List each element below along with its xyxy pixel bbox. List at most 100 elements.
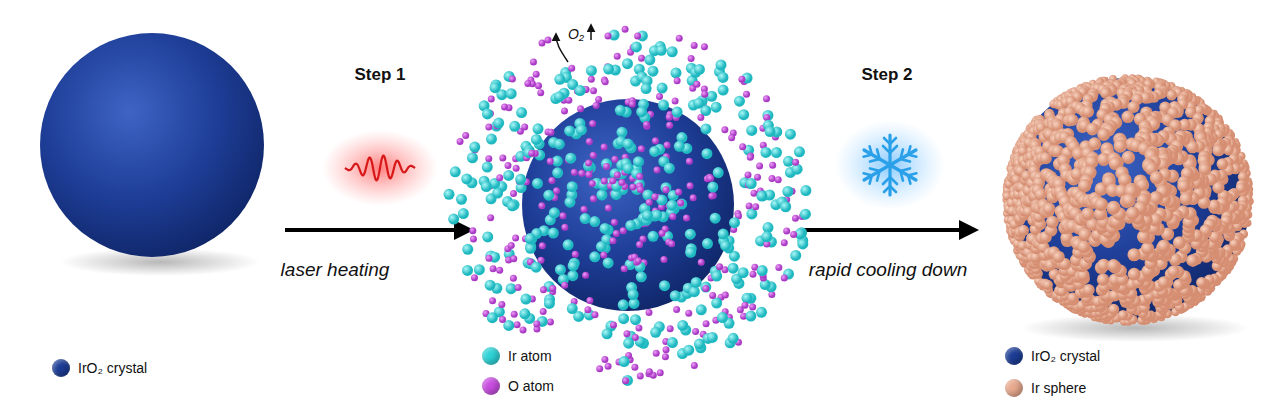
ir-sphere — [1122, 194, 1136, 208]
ir-atom — [782, 186, 793, 197]
ir-sphere — [1217, 158, 1229, 170]
ir-atom — [623, 338, 634, 349]
ir-sphere — [1167, 265, 1180, 278]
o-atom — [553, 187, 560, 194]
o-atom — [709, 292, 716, 299]
o-atom — [668, 240, 675, 247]
ir-atom — [667, 337, 678, 348]
o-atom — [471, 274, 478, 281]
o-atom — [636, 241, 643, 248]
o-atom — [462, 132, 469, 139]
o-atom — [677, 199, 684, 206]
o-atom — [674, 77, 681, 84]
o-atom — [637, 186, 644, 193]
o-atom — [505, 162, 512, 169]
o-atom — [469, 227, 476, 234]
ir-atom — [650, 327, 661, 338]
o-atom — [781, 239, 788, 246]
o-atom — [656, 93, 663, 100]
legend-entry: O atom — [482, 377, 554, 395]
ir-atom — [531, 134, 542, 145]
o-atom — [646, 368, 653, 375]
o-atom — [601, 143, 608, 150]
o-atom — [611, 156, 618, 163]
o-atom — [585, 171, 592, 178]
ir-atom — [683, 345, 694, 356]
ir-atom — [503, 170, 514, 181]
ir-sphere — [1107, 201, 1121, 215]
ir-atom — [648, 66, 659, 77]
o-atom — [513, 165, 520, 172]
ir-atom — [462, 244, 473, 255]
o-atom — [675, 188, 682, 195]
o-atom — [549, 285, 556, 292]
o-atom — [653, 350, 660, 357]
ir-atom — [760, 147, 771, 158]
legend-entry: Ir atom — [482, 347, 552, 365]
o-atom — [692, 328, 699, 335]
ir-sphere — [1097, 273, 1110, 286]
ir-atom — [485, 280, 496, 291]
ir-atom — [549, 207, 560, 218]
ir-atom — [794, 146, 805, 157]
ir-atom — [771, 147, 782, 158]
ir-atom — [636, 271, 647, 282]
legend-text: IrO₂ crystal — [1031, 348, 1100, 364]
ir-atom — [667, 200, 678, 211]
o-atom — [572, 251, 579, 258]
ir-atom — [576, 124, 587, 135]
o-atom — [693, 81, 700, 88]
o-atom — [528, 150, 535, 157]
ir-atom — [490, 82, 501, 93]
o-atom — [605, 205, 612, 212]
ir-atom — [761, 231, 772, 242]
ir-atom — [785, 129, 796, 140]
o-atom — [618, 179, 625, 186]
ir-atom — [565, 153, 576, 164]
ir-atom — [462, 265, 473, 276]
o-atom — [673, 306, 680, 313]
legend-swatch — [1005, 347, 1023, 365]
iro2-sphere — [522, 99, 734, 311]
o-atom — [602, 78, 609, 85]
ir-sphere — [1077, 240, 1090, 253]
legend-entry: IrO₂ crystal — [52, 359, 147, 377]
o-atom — [605, 363, 612, 370]
o-atom — [691, 42, 698, 49]
o-atom — [623, 330, 630, 337]
legend-entry: IrO₂ crystal — [1005, 347, 1100, 365]
ir-atom — [533, 123, 544, 134]
o-atom — [697, 114, 704, 121]
ir-atom — [554, 139, 565, 150]
ir-atom — [707, 182, 718, 193]
process-label: laser heating — [281, 259, 390, 281]
ir-atom — [756, 307, 767, 318]
ir-atom — [458, 208, 469, 219]
o-atom — [769, 162, 776, 169]
o-atom — [547, 158, 554, 165]
o-atom — [683, 214, 690, 221]
o-atom — [509, 76, 516, 83]
o-atom — [653, 167, 660, 174]
ir-atom — [685, 247, 696, 258]
ir-sphere — [1177, 179, 1190, 192]
o-atom — [738, 76, 745, 83]
ir-sphere — [1043, 203, 1056, 216]
snowflake-icon — [861, 135, 920, 195]
o-atom — [663, 346, 670, 353]
o-atom — [548, 177, 555, 184]
ir-atom — [667, 46, 678, 57]
process-arrow — [800, 228, 975, 232]
ir-atom — [631, 41, 642, 52]
ir-atom — [717, 312, 728, 323]
o-atom — [589, 180, 596, 187]
o-atom — [609, 177, 616, 184]
o-atom — [496, 267, 503, 274]
ir-atom — [554, 91, 565, 102]
ir-atom — [720, 240, 731, 251]
o-atom — [496, 174, 503, 181]
ir-atom — [456, 194, 467, 205]
ir-atom — [622, 58, 633, 69]
o-atom — [490, 265, 497, 272]
ir-atom — [564, 197, 575, 208]
